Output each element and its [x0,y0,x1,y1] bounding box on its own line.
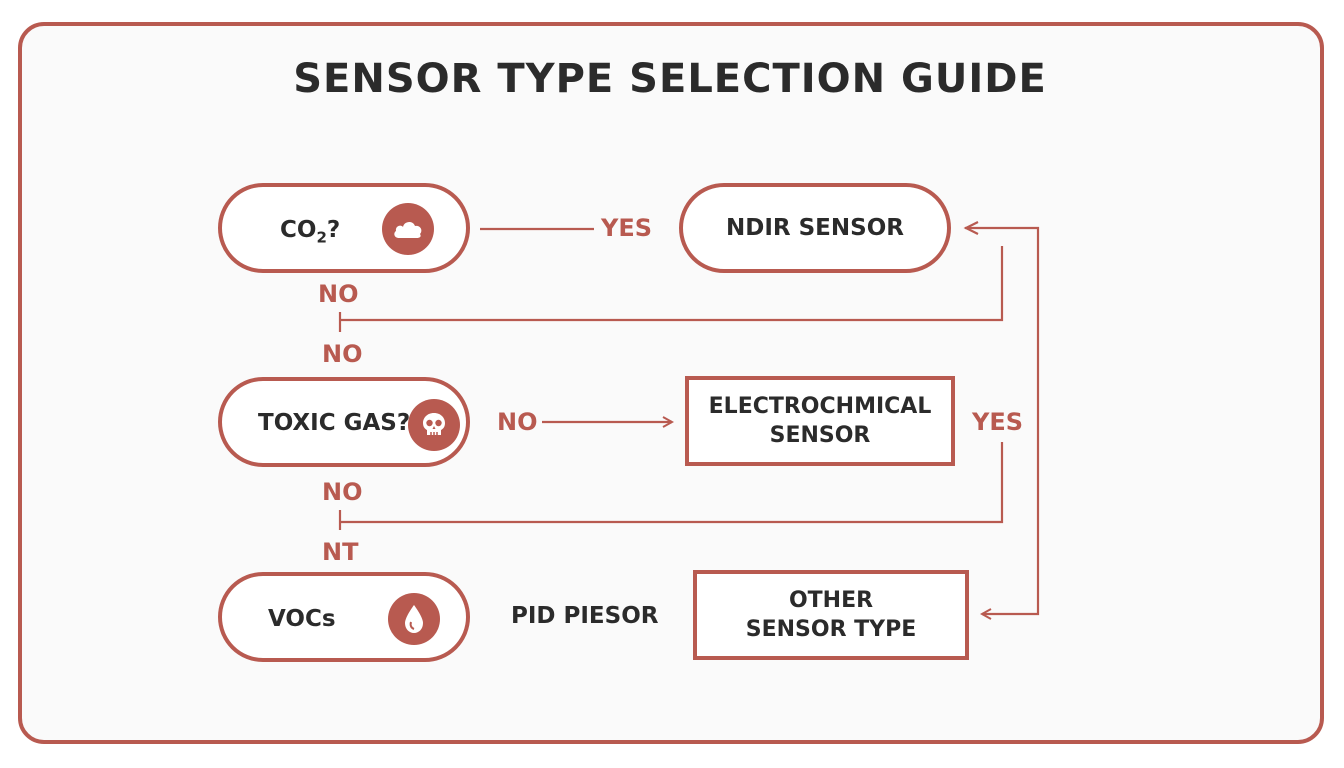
edge-ndir-arrow [963,221,979,235]
toxic-gas-question-label: TOXIC GAS? [258,410,411,436]
pid-sensor-label: PID PIESOR [511,603,659,629]
edge-label-toxic-no-down: NO [322,478,363,506]
edge-loop-second [340,442,1004,524]
diagram-title: SENSOR TYPE SELECTION GUIDE [293,56,1047,102]
co2-question-node: CO2? [218,183,470,273]
ndir-sensor-node: NDIR SENSOR [679,183,951,273]
edge-label-toxic-no-right: NO [497,408,538,436]
electrochemical-sensor-label: ELECTROCHMICAL SENSOR [708,394,932,448]
other-sensor-node: OTHER SENSOR TYPE [693,570,969,660]
vocs-question-label: VOCs [268,606,336,632]
edge-label-nt: NT [322,538,359,566]
other-sensor-label: OTHER SENSOR TYPE [745,588,917,642]
cloud-icon [382,203,434,255]
electrochemical-sensor-node: ELECTROCHMICAL SENSOR [685,376,955,466]
edge-loop-ndir [340,246,1004,322]
co2-question-label: CO2? [280,217,341,247]
skull-icon [408,399,460,451]
edge-label-co2-no: NO [318,280,359,308]
edge-label-no-second: NO [322,340,363,368]
vocs-question-node: VOCs [218,572,470,662]
ndir-sensor-label: NDIR SENSOR [726,215,904,241]
edge-label-toxic-yes: YES [972,408,1024,436]
edge-right-trunk [965,226,1040,614]
drop-icon [388,593,440,645]
edge-label-co2-yes: YES [601,214,653,242]
toxic-gas-question-node: TOXIC GAS? [218,377,470,467]
